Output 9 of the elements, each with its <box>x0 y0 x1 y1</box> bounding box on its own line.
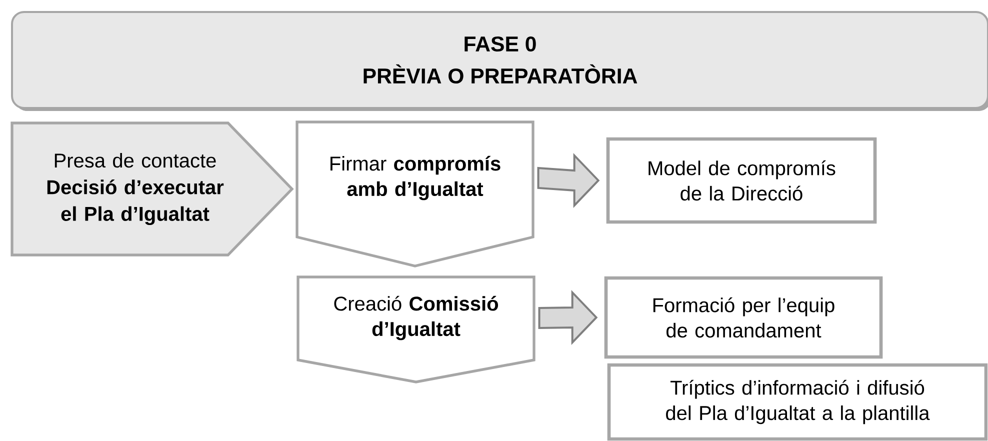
process-box: Model de compromís de la Direcció <box>606 137 877 224</box>
chevron-box: Creació Comissió d’Igualtat <box>296 276 536 384</box>
pentagon-step-box: Presa de contacte Decisió d’executar el Pla d’Igualtat <box>10 122 294 256</box>
phase-header-band: FASE 0 PRÈVIA O PREPARATÒRIA <box>11 11 988 111</box>
block-arrow <box>538 290 598 345</box>
process-box: Tríptics d’informació i difusió del Pla d’Igualtat a la plantilla <box>607 363 988 441</box>
block-arrow <box>537 153 600 208</box>
process-box: Formació per l’equip de comandament <box>604 276 883 359</box>
chevron-box: Firmar compromís amb d’Igualtat <box>296 120 534 268</box>
